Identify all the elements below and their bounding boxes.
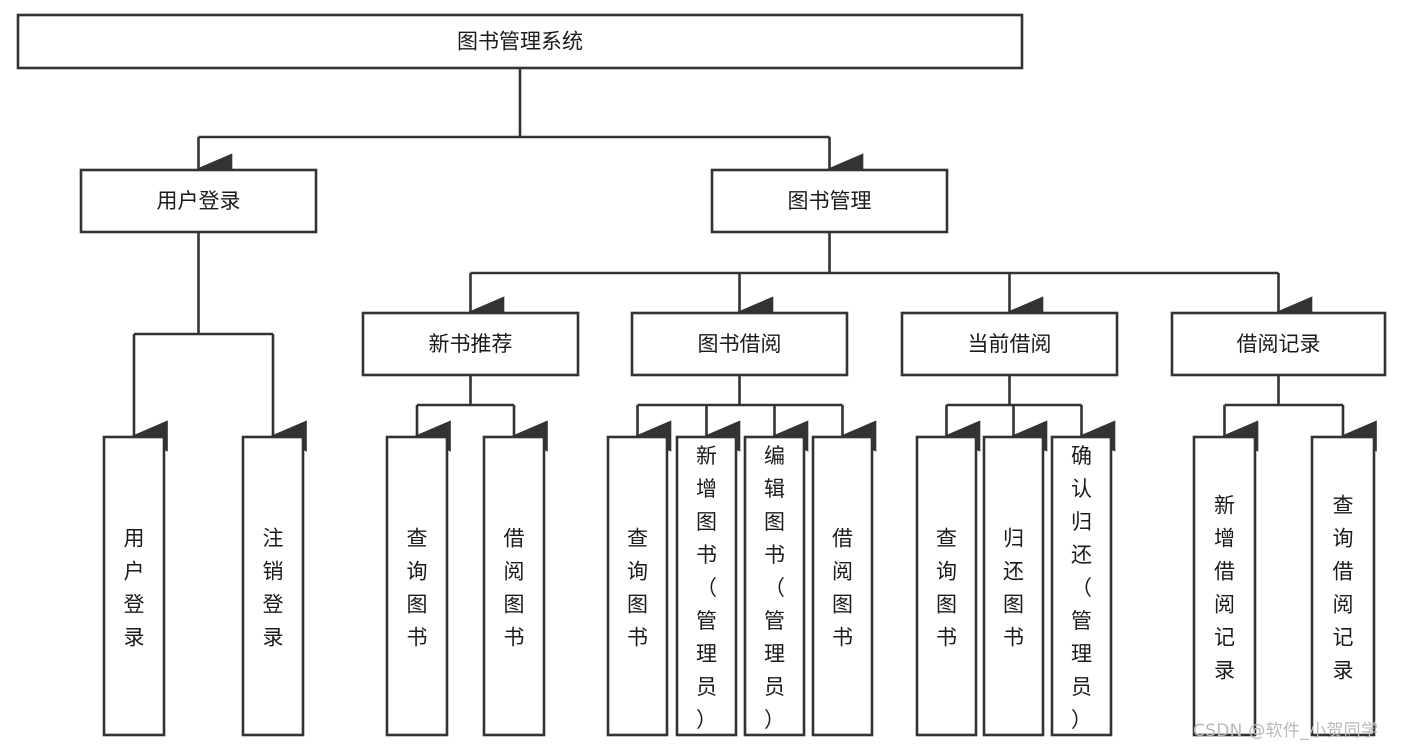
node-label-leaf-add-book: 新增图书（管理员） <box>696 444 717 732</box>
node-box-leaf-query-book-2[interactable] <box>606 435 669 737</box>
node-leaf-query-book-3[interactable]: 查询图书 <box>915 435 978 737</box>
node-label-leaf-user-login: 用户登录 <box>124 527 145 650</box>
node-book-borrow[interactable]: 图书借阅 <box>630 311 849 377</box>
node-label-leaf-query-book-1: 查询图书 <box>407 527 428 650</box>
node-box-user-login[interactable] <box>79 168 318 234</box>
node-new-book-recommend[interactable]: 新书推荐 <box>361 311 580 377</box>
node-leaf-query-book-2[interactable]: 查询图书 <box>606 435 669 737</box>
node-box-leaf-query-record[interactable] <box>1310 435 1376 737</box>
node-box-new-book-recommend[interactable] <box>361 311 580 377</box>
node-leaf-query-book-1[interactable]: 查询图书 <box>385 435 449 737</box>
node-label-leaf-edit-book: 编辑图书（管理员） <box>764 444 785 732</box>
node-label-user-login: 用户登录 <box>157 189 241 213</box>
node-leaf-confirm-return[interactable]: 确认归还（管理员） <box>1050 435 1113 737</box>
node-leaf-add-book[interactable]: 新增图书（管理员） <box>675 435 738 737</box>
node-leaf-return-book[interactable]: 归还图书 <box>982 435 1045 737</box>
node-label-root: 图书管理系统 <box>457 30 583 54</box>
node-box-current-borrow[interactable] <box>900 311 1119 377</box>
node-leaf-add-record[interactable]: 新增借阅记录 <box>1192 435 1257 737</box>
node-label-leaf-query-book-3: 查询图书 <box>936 527 957 650</box>
node-leaf-query-record[interactable]: 查询借阅记录 <box>1310 435 1376 737</box>
connector-group-borrow-record <box>1221 375 1377 452</box>
node-label-leaf-confirm-return: 确认归还（管理员） <box>1071 444 1092 732</box>
node-label-leaf-return-book: 归还图书 <box>1003 527 1024 650</box>
node-label-leaf-query-book-2: 查询图书 <box>627 527 648 650</box>
node-label-leaf-borrow-book-1: 借阅图书 <box>504 527 525 650</box>
node-user-login[interactable]: 用户登录 <box>79 168 318 234</box>
node-borrow-record[interactable]: 借阅记录 <box>1170 311 1387 377</box>
node-box-book-borrow[interactable] <box>630 311 849 377</box>
node-leaf-borrow-book-2[interactable]: 借阅图书 <box>811 435 874 737</box>
node-label-borrow-record: 借阅记录 <box>1237 332 1321 356</box>
node-box-leaf-add-record[interactable] <box>1192 435 1257 737</box>
node-label-leaf-borrow-book-2: 借阅图书 <box>832 527 853 650</box>
node-label-leaf-add-record: 新增借阅记录 <box>1214 494 1235 683</box>
node-label-leaf-query-record: 查询借阅记录 <box>1333 494 1354 683</box>
node-label-current-borrow: 当前借阅 <box>968 332 1052 356</box>
node-label-book-manage: 图书管理 <box>788 189 872 213</box>
node-box-root[interactable] <box>16 13 1024 70</box>
node-leaf-borrow-book-1[interactable]: 借阅图书 <box>482 435 546 737</box>
node-box-leaf-return-book[interactable] <box>982 435 1045 737</box>
node-label-leaf-user-logout: 注销登录 <box>263 527 284 650</box>
node-box-leaf-query-book-3[interactable] <box>915 435 978 737</box>
node-layer: 图书管理系统用户登录图书管理新书推荐图书借阅当前借阅借阅记录用户登录注销登录查询… <box>16 13 1387 737</box>
node-book-manage[interactable]: 图书管理 <box>710 168 949 234</box>
connector-group-new-book-recommend <box>414 375 548 452</box>
connector-group-current-borrow <box>943 375 1116 452</box>
node-leaf-edit-book[interactable]: 编辑图书（管理员） <box>743 435 806 737</box>
connector-group-root <box>195 68 864 185</box>
node-label-book-borrow: 图书借阅 <box>698 332 782 356</box>
node-box-leaf-edit-book[interactable] <box>743 435 806 737</box>
node-label-new-book-recommend: 新书推荐 <box>429 332 513 356</box>
node-root[interactable]: 图书管理系统 <box>16 13 1024 70</box>
connector-group-user-login <box>131 232 307 452</box>
node-box-leaf-confirm-return[interactable] <box>1050 435 1113 737</box>
node-current-borrow[interactable]: 当前借阅 <box>900 311 1119 377</box>
node-box-leaf-borrow-book-2[interactable] <box>811 435 874 737</box>
node-leaf-user-logout[interactable]: 注销登录 <box>241 435 305 737</box>
node-box-leaf-borrow-book-1[interactable] <box>482 435 546 737</box>
connector-group-book-borrow <box>634 375 877 452</box>
node-box-borrow-record[interactable] <box>1170 311 1387 377</box>
connector-group-book-manage <box>467 232 1313 328</box>
node-box-book-manage[interactable] <box>710 168 949 234</box>
node-box-leaf-user-logout[interactable] <box>241 435 305 737</box>
node-box-leaf-user-login[interactable] <box>102 435 166 737</box>
node-box-leaf-query-book-1[interactable] <box>385 435 449 737</box>
edge-layer <box>131 68 1377 452</box>
node-leaf-user-login[interactable]: 用户登录 <box>102 435 166 737</box>
node-box-leaf-add-book[interactable] <box>675 435 738 737</box>
